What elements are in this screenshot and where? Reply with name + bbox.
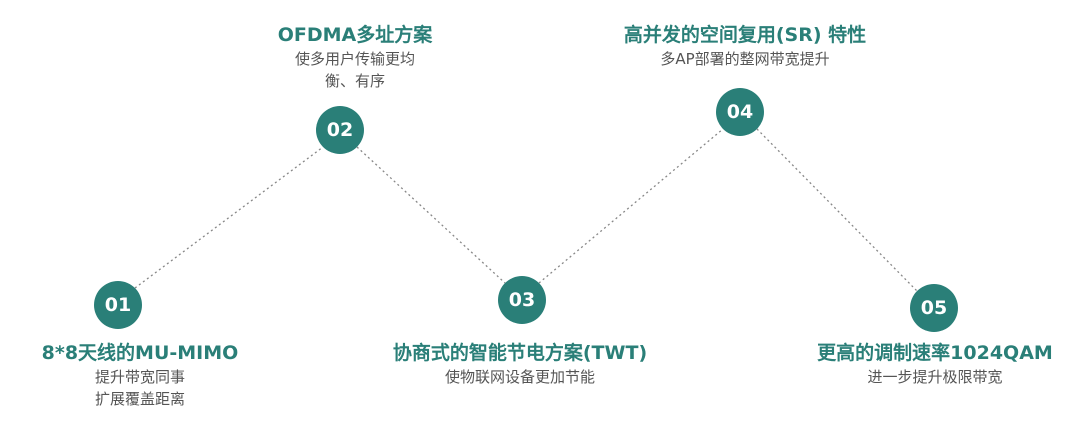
step-title: 协商式的智能节电方案(TWT) <box>392 342 648 364</box>
step-title: 高并发的空间复用(SR) 特性 <box>623 24 867 46</box>
step-desc: 使物联网设备更加节能 <box>444 368 595 386</box>
step-number: 05 <box>920 297 948 319</box>
step-number: 01 <box>104 294 132 316</box>
step-desc: 多AP部署的整网带宽提升 <box>660 50 830 68</box>
step-03-circle: 03 <box>498 276 546 324</box>
step-04-text: 高并发的空间复用(SR) 特性 多AP部署的整网带宽提升 <box>624 22 866 70</box>
step-01-circle: 01 <box>94 281 142 329</box>
step-05-text: 更高的调制速率1024QAM 进一步提升极限带宽 <box>817 340 1053 388</box>
connector-01-02 <box>134 146 324 289</box>
connector-02-03 <box>356 146 506 284</box>
step-title: 更高的调制速率1024QAM <box>817 342 1053 364</box>
step-number: 03 <box>508 289 536 311</box>
connector-03-04 <box>538 128 724 284</box>
step-04-circle: 04 <box>716 88 764 136</box>
step-desc: 进一步提升极限带宽 <box>867 368 1003 386</box>
step-desc: 衡、有序 <box>324 72 386 90</box>
step-02-text: OFDMA多址方案 使多用户传输更均 衡、有序 <box>278 22 433 92</box>
step-05-circle: 05 <box>910 284 958 332</box>
step-01-text: 8*8天线的MU-MIMO 提升带宽同事 扩展覆盖距离 <box>42 340 239 410</box>
step-title: 8*8天线的MU-MIMO <box>41 342 239 364</box>
step-number: 04 <box>726 101 754 123</box>
step-number: 02 <box>326 119 354 141</box>
step-desc: 扩展覆盖距离 <box>94 390 186 408</box>
step-02-circle: 02 <box>316 106 364 154</box>
connector-04-05 <box>756 128 918 292</box>
step-desc: 提升带宽同事 <box>94 368 186 386</box>
step-title: OFDMA多址方案 <box>277 24 433 46</box>
step-03-text: 协商式的智能节电方案(TWT) 使物联网设备更加节能 <box>393 340 647 388</box>
step-desc: 使多用户传输更均 <box>294 50 416 68</box>
